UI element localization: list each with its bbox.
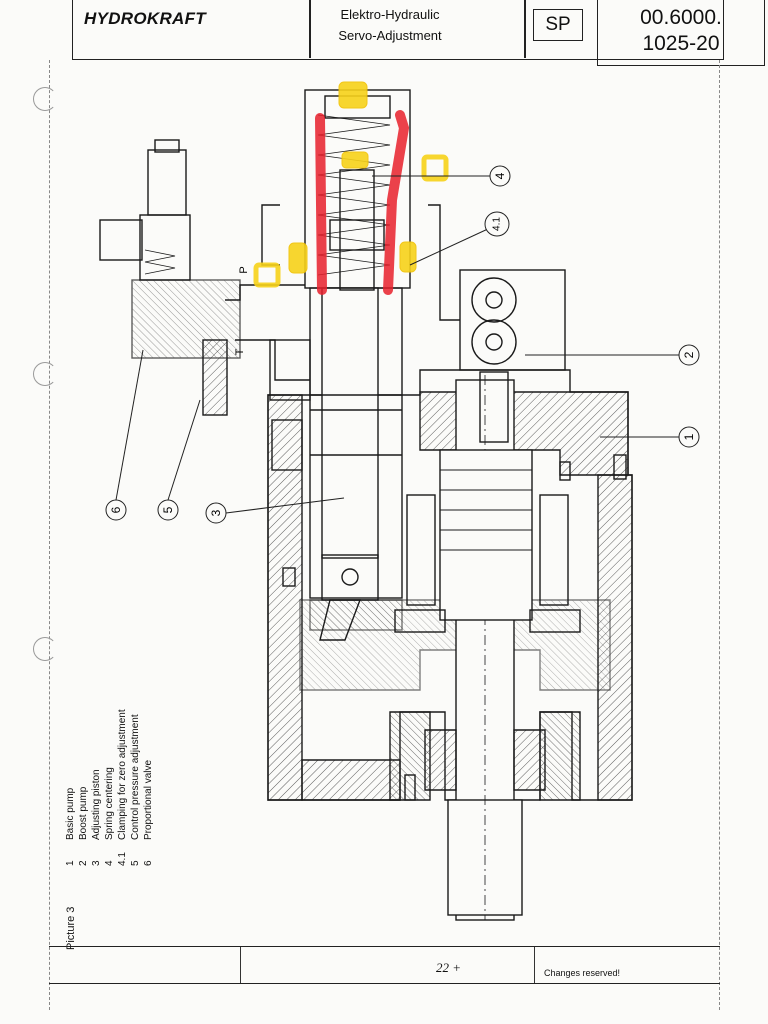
- callout-5-circle: [157, 499, 179, 521]
- bearing: [513, 729, 546, 791]
- callout-4.1-label: 4.1: [492, 217, 503, 231]
- callout-3-circle: [205, 502, 227, 524]
- figure-legend: Picture 3 1 Basic pump 2 Boost pump 3 Ad…: [65, 700, 205, 950]
- callout-1-circle: [678, 426, 700, 448]
- legend-item-number: 2: [78, 860, 89, 866]
- solenoid-connector: [99, 219, 143, 261]
- control-line: [428, 204, 460, 321]
- leader-line: [225, 497, 345, 514]
- pump-piston: [539, 494, 569, 606]
- yellow-highlight-marks: [253, 81, 449, 288]
- valve-cap: [154, 139, 180, 153]
- swash-plate: [309, 599, 403, 631]
- pump-cross-section-drawing: 4 4.1 2 1 6 5 3 P T: [99, 81, 700, 921]
- housing-flange: [389, 711, 431, 801]
- legend-item: 1 Basic pump: [65, 788, 77, 866]
- side-block: [271, 419, 303, 471]
- callout-2-circle: [678, 344, 700, 366]
- legend-item-label: Basic pump: [65, 787, 76, 840]
- legend-item: 6 Proportional valve: [143, 760, 155, 866]
- legend-item: 2 Boost pump: [78, 787, 90, 866]
- legend-item-number: 6: [143, 860, 154, 866]
- legend-title: Picture 3: [65, 906, 77, 950]
- doc-title-line2: Servo-Adjustment: [338, 28, 442, 43]
- callout-6-circle: [105, 499, 127, 521]
- doc-number-box: [597, 0, 765, 66]
- leader-line: [167, 399, 201, 501]
- pump-piston: [406, 494, 436, 606]
- piston-rod-eye: [321, 554, 379, 601]
- leader-line: [409, 227, 491, 266]
- binder-hole: [33, 637, 57, 661]
- legend-item-label: Control pressure adjustment: [130, 714, 141, 840]
- callout-4.1-circle: [484, 211, 510, 237]
- header-frame: [72, 0, 724, 60]
- callout-3-label: 3: [209, 509, 223, 516]
- legend-item-number: 4.1: [117, 852, 128, 866]
- housing-wall-left: [267, 394, 303, 801]
- header-divider: [309, 0, 311, 58]
- callout-4-circle: [489, 165, 511, 187]
- legend-item: 4 Spring centering: [104, 767, 116, 866]
- gear-lower: [471, 319, 517, 365]
- housing-wall-right: [597, 474, 633, 801]
- pressure-adjust-screw: [202, 339, 228, 416]
- legend-item-number: 5: [130, 860, 141, 866]
- doc-number-line2: 1025-20: [642, 32, 720, 55]
- red-highlight-marks: [315, 110, 410, 295]
- adjusting-piston: [321, 287, 379, 559]
- valve-spring: [144, 249, 176, 275]
- doc-number-line1: 00.6000.: [640, 6, 722, 29]
- housing-bottom-left: [301, 759, 401, 801]
- footer-divider: [534, 947, 536, 983]
- valve-stack: [147, 149, 187, 216]
- legend-item-number: 3: [91, 860, 102, 866]
- header-divider: [524, 0, 526, 58]
- housing-flange: [539, 711, 581, 801]
- control-line: [235, 339, 310, 381]
- spring-seat: [329, 219, 385, 251]
- page-number: 22 +: [436, 960, 462, 975]
- leader-line: [115, 349, 144, 501]
- control-line: [261, 204, 280, 266]
- callout-4-label: 4: [493, 172, 507, 179]
- page-frame: [49, 60, 720, 1010]
- legend-item-number: 1: [65, 860, 76, 866]
- callout-circles: [105, 165, 700, 524]
- piston-shoe: [529, 609, 581, 633]
- legend-item-label: Spring centering: [104, 767, 115, 840]
- footer-frame: [49, 946, 720, 984]
- cylinder-block: [439, 449, 533, 621]
- changes-reserved-note: Changes reserved!: [544, 968, 621, 978]
- callout-6-label: 6: [109, 506, 123, 513]
- bearing: [424, 729, 457, 791]
- legend-item: 5 Control pressure adjustment: [130, 714, 142, 866]
- port-label-p: P: [238, 266, 250, 273]
- binder-hole: [33, 87, 57, 111]
- legend-item-label: Boost pump: [78, 786, 89, 840]
- port-label-t: T: [234, 348, 246, 355]
- shaft-top: [479, 371, 509, 443]
- callout-5-label: 5: [161, 506, 175, 513]
- brand-logo: HYDROKRAFT: [84, 9, 206, 28]
- gear-upper: [471, 277, 517, 323]
- callout-2-label: 2: [682, 351, 696, 358]
- footer-divider: [240, 947, 242, 983]
- legend-item: 3 Adjusting piston: [91, 769, 103, 866]
- legend-item-label: Proportional valve: [143, 759, 154, 840]
- callout-1-label: 1: [682, 433, 696, 440]
- legend-item-label: Adjusting piston: [91, 769, 102, 840]
- doc-title-line1: Elektro-Hydraulic: [340, 7, 440, 22]
- side-block: [269, 339, 311, 401]
- sp-badge: SP: [533, 9, 583, 41]
- binder-hole: [33, 362, 57, 386]
- legend-item-number: 4: [104, 860, 115, 866]
- legend-item: 4.1 Clamping for zero adjustment: [117, 709, 129, 866]
- spring-rod: [339, 169, 375, 291]
- legend-item-label: Clamping for zero adjustment: [117, 709, 128, 840]
- centering-spring: [317, 114, 391, 276]
